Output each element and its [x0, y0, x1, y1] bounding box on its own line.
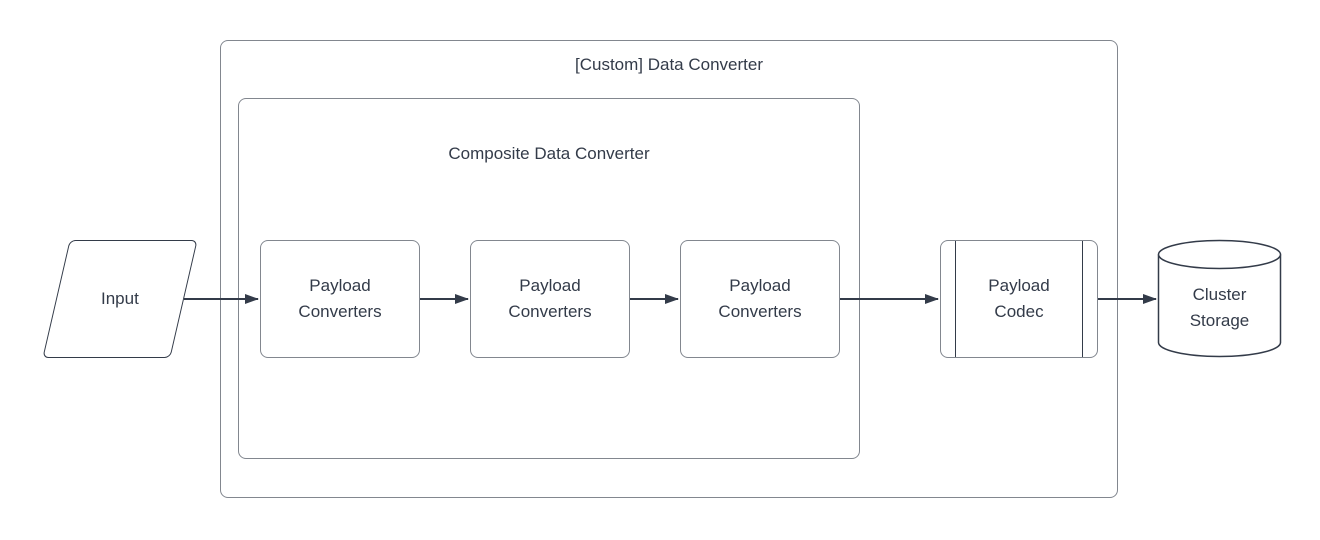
cylinder-body: [1157, 254, 1282, 358]
payload-converters-label-3: Payload Converters: [718, 276, 802, 321]
cluster-storage-label: Cluster Storage: [1189, 285, 1250, 330]
cluster-storage-cylinder: [1157, 239, 1282, 358]
input-label: Input: [101, 289, 139, 308]
payload-codec-box: Payload Codec: [940, 240, 1098, 358]
codec-right-bar: [1082, 241, 1083, 357]
payload-converters-box-3: Payload Converters: [680, 240, 840, 358]
payload-converters-label-2: Payload Converters: [508, 276, 592, 321]
cylinder-top: [1157, 239, 1282, 270]
custom-data-converter-label: [Custom] Data Converter: [574, 55, 763, 74]
composite-data-converter-label: Composite Data Converter: [448, 144, 650, 163]
payload-converters-box-2: Payload Converters: [470, 240, 630, 358]
payload-converters-box-1: Payload Converters: [260, 240, 420, 358]
custom-data-converter-container: [Custom] Data Converter: [220, 40, 1118, 498]
payload-converters-label-1: Payload Converters: [298, 276, 382, 321]
payload-codec-label: Payload Codec: [988, 276, 1050, 321]
input-shape: Input: [42, 240, 198, 358]
codec-left-bar: [955, 241, 956, 357]
composite-data-converter-container: Composite Data Converter: [238, 98, 860, 459]
